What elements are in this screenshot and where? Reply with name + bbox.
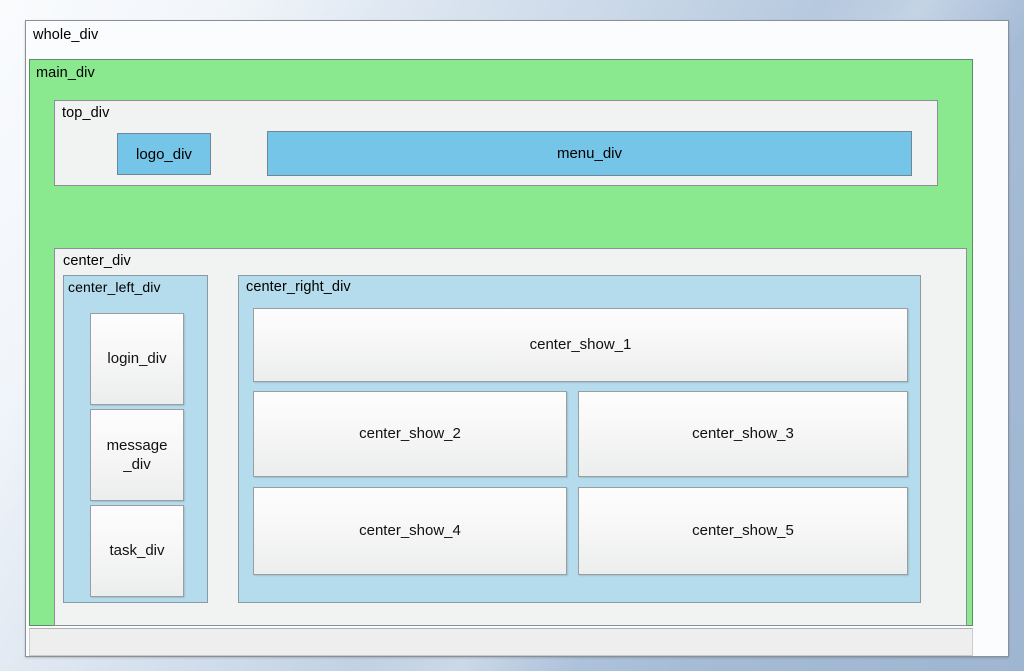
center-right-div-container: center_right_div center_show_1 center_sh… <box>238 275 921 603</box>
main-div-container: main_div top_div logo_div menu_div cente… <box>29 59 973 626</box>
center-show-1-label: center_show_1 <box>529 336 632 354</box>
center-show-4-panel[interactable]: center_show_4 <box>253 487 567 575</box>
main-div-label: main_div <box>36 65 95 81</box>
logo-div-label: logo_div <box>136 145 192 163</box>
center-show-3-panel[interactable]: center_show_3 <box>578 391 908 477</box>
login-div-panel[interactable]: login_div <box>90 313 184 405</box>
center-show-5-label: center_show_5 <box>692 522 794 540</box>
menu-div-label: menu_div <box>556 145 623 162</box>
center-show-2-panel[interactable]: center_show_2 <box>253 391 567 477</box>
whole-div-container: whole_div main_div top_div logo_div menu… <box>25 20 1009 657</box>
message-div-label: message _div <box>107 436 168 474</box>
center-show-4-label: center_show_4 <box>359 522 461 540</box>
top-div-container: top_div logo_div menu_div <box>54 100 938 186</box>
center-div-label: center_div <box>63 253 131 269</box>
center-div-container: center_div center_left_div login_div mes… <box>54 248 967 626</box>
task-div-panel[interactable]: task_div <box>90 505 184 597</box>
message-div-panel[interactable]: message _div <box>90 409 184 501</box>
logo-div-block[interactable]: logo_div <box>117 133 211 175</box>
center-show-3-label: center_show_3 <box>692 425 794 443</box>
center-left-div-label: center_left_div <box>68 279 161 295</box>
center-show-5-panel[interactable]: center_show_5 <box>578 487 908 575</box>
message-div-label-line2: _div <box>123 456 151 473</box>
message-div-label-line1: message <box>106 436 168 454</box>
menu-div-block[interactable]: menu_div <box>267 131 912 176</box>
top-div-label: top_div <box>62 105 110 121</box>
center-left-div-container: center_left_div login_div message _div ta… <box>63 275 208 603</box>
login-div-label: login_div <box>107 350 167 368</box>
center-show-2-label: center_show_2 <box>359 425 461 443</box>
center-show-1-panel[interactable]: center_show_1 <box>253 308 908 382</box>
footer-strip <box>29 628 973 656</box>
task-div-label: task_div <box>109 542 165 560</box>
whole-div-label: whole_div <box>33 27 99 43</box>
center-right-div-label: center_right_div <box>246 279 351 295</box>
